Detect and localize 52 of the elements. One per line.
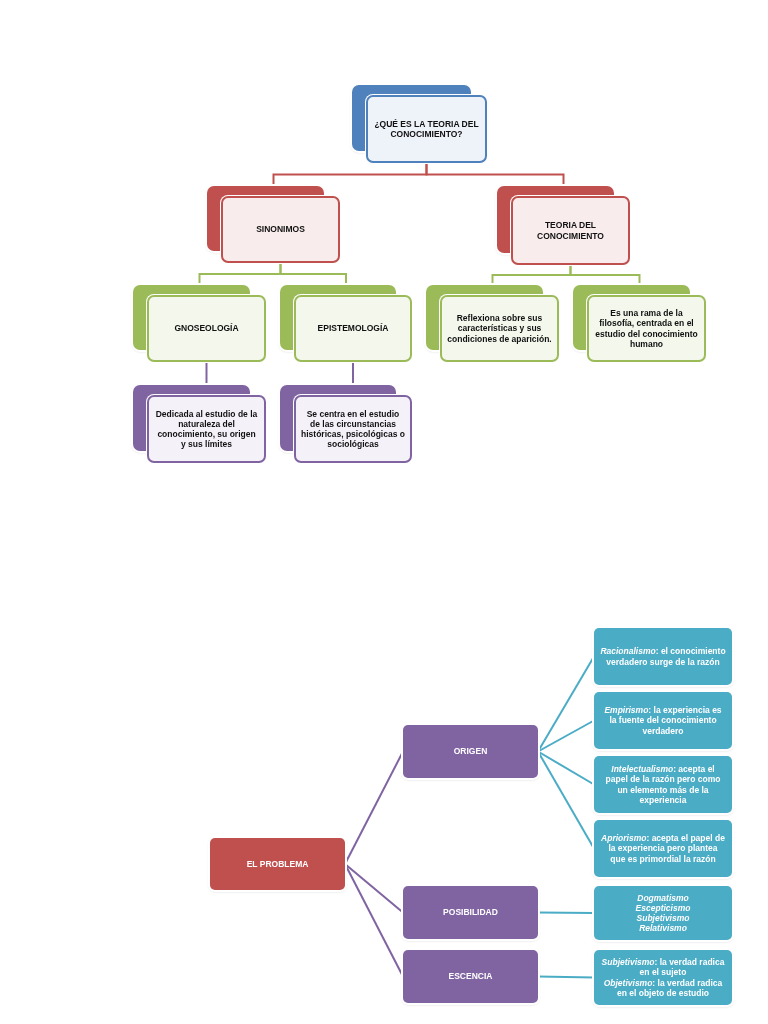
connector-line xyxy=(279,262,347,286)
box-text: SINONIMOS xyxy=(256,224,305,235)
box-text: Subjetivismo: la verdad radica en el sujeto xyxy=(600,957,726,978)
stacked-box xyxy=(280,385,412,463)
process-box xyxy=(594,756,732,813)
box-text: Racionalismo: el conocimiento verdadero surge de la razón xyxy=(600,646,726,667)
connector-line xyxy=(569,264,641,286)
box-text: Se centra en el estudio de las circunstancias históricas, psicológicas o sociológicas xyxy=(301,408,405,450)
process-box xyxy=(210,838,345,890)
connector-line xyxy=(344,863,404,914)
process-box xyxy=(403,886,538,939)
stacked-box xyxy=(280,285,412,362)
process-box xyxy=(594,950,732,1005)
box-text: EPISTEMOLOGÍA xyxy=(317,323,389,334)
stacked-box xyxy=(573,285,706,362)
box-text: ORIGEN xyxy=(453,746,488,757)
process-box xyxy=(403,725,538,778)
box-text: Es una rama de la filosofía, centrada en el estudio del conocimiento humano xyxy=(594,308,699,349)
stacked-box xyxy=(352,85,487,163)
stacked-box xyxy=(426,285,559,362)
stacked-box xyxy=(497,186,630,265)
box-text: Intelectualismo: acepta el papel de la razón pero como un elemento más de la experiencia xyxy=(604,764,722,805)
connector-line xyxy=(537,719,595,753)
box-text: Escepticismo xyxy=(635,902,691,913)
connector-line xyxy=(537,975,595,979)
process-box xyxy=(594,886,732,940)
box-text: ¿QUÉ ES LA TEORIA DEL CONOCIMIENTO? xyxy=(373,118,480,140)
box-text: Dogmatismo xyxy=(637,892,689,903)
process-box xyxy=(594,692,732,749)
box-text: Reflexiona sobre sus características y sus condiciones de aparición. xyxy=(447,313,552,344)
process-box xyxy=(594,628,732,685)
box-text: EL PROBLEMA xyxy=(246,858,309,870)
connector-line xyxy=(425,162,565,187)
connector-line xyxy=(537,911,595,914)
box-text: POSIBILIDAD xyxy=(443,907,498,918)
box-text: GNOSEOLOGÍA xyxy=(174,323,239,334)
box-text: Dedicada al estudio de la naturaleza del conocimiento, su origen y sus límites xyxy=(154,408,259,450)
connector-line xyxy=(205,361,208,386)
stacked-box xyxy=(207,186,340,263)
stacked-box xyxy=(133,285,266,362)
connector-line xyxy=(352,361,354,386)
process-box xyxy=(403,950,538,1003)
box-text: ESCENCIA xyxy=(448,971,493,982)
stacked-box xyxy=(133,385,266,463)
box-text: TEORIA DEL CONOCIMIENTO xyxy=(536,220,605,241)
box-text: Subjetivismo xyxy=(636,913,690,924)
box-text: Apriorismo: acepta el papel de la experiencia pero plantea que es primordial la razón xyxy=(600,833,726,864)
process-box xyxy=(594,820,732,877)
box-text: Objetivismo: la verdad radica en el objeto de estudio xyxy=(602,977,724,998)
box-text: Relativismo xyxy=(639,923,687,934)
box-text: Empirismo: la experiencia es la fuente del conocimiento verdadero xyxy=(603,705,723,736)
connector-line xyxy=(537,750,595,786)
